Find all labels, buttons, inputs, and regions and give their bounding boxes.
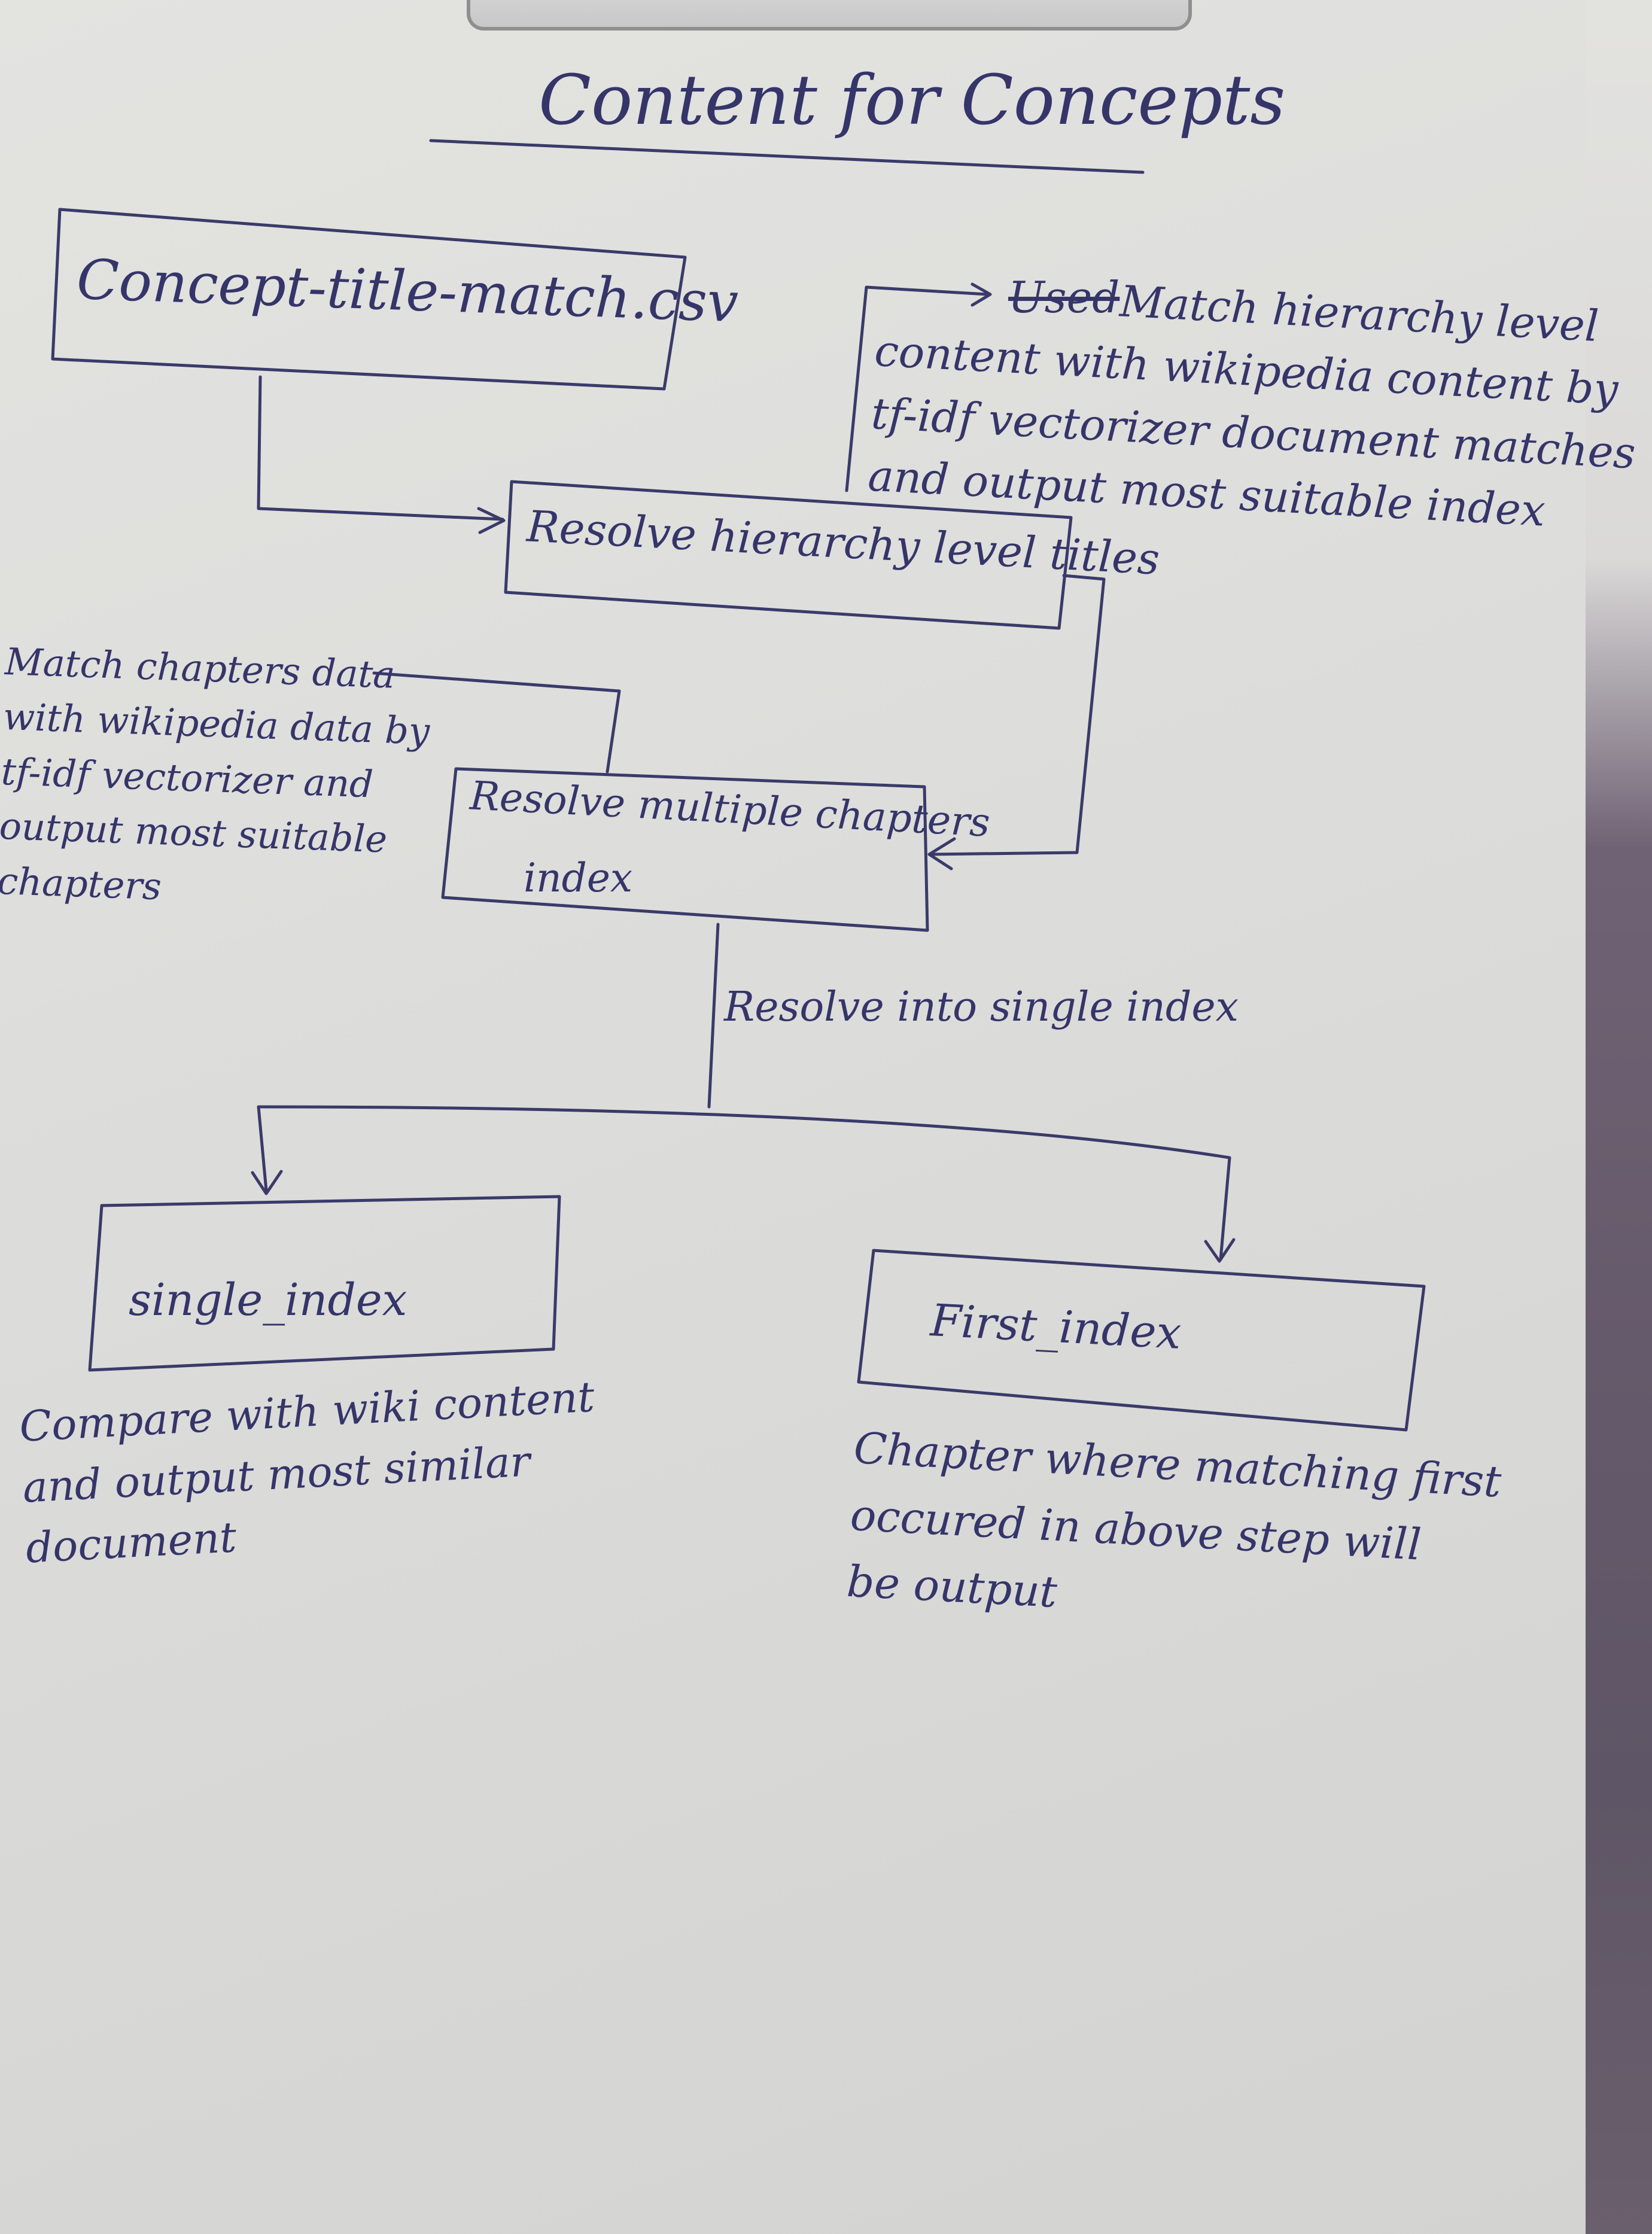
box-resolve-chapters bbox=[441, 767, 929, 932]
leader-chapters-note bbox=[372, 671, 621, 774]
edge-chapters-down bbox=[707, 923, 720, 1109]
edge-csv-to-titles bbox=[257, 375, 504, 521]
edge-label-resolve-single: Resolve into single index bbox=[724, 984, 1239, 1031]
arrowhead-titles bbox=[477, 507, 506, 534]
box-resolve-titles bbox=[504, 480, 1073, 630]
titles-note-struck-word: Used bbox=[1008, 272, 1120, 322]
edge-split-bar bbox=[257, 1105, 1231, 1159]
node-single-index-label: single_index bbox=[129, 1274, 407, 1326]
single-note: Compare with wiki content and output mos… bbox=[18, 1372, 596, 1573]
leader-titles-note-head bbox=[970, 282, 992, 307]
edge-to-first bbox=[1219, 1156, 1231, 1261]
titles-note: Match hierarchy level content with wikip… bbox=[866, 276, 1637, 536]
title-underline bbox=[429, 139, 1145, 174]
edge-titles-to-chapters bbox=[929, 574, 1106, 856]
node-resolve-chapters-label-line2: index bbox=[524, 855, 633, 901]
arrowhead-chapters bbox=[927, 837, 956, 871]
chapters-note: Match chapters data with wikipedia data … bbox=[0, 639, 431, 909]
box-csv bbox=[51, 208, 687, 391]
node-first-index-label: First_index bbox=[929, 1295, 1183, 1359]
arrowhead-single bbox=[251, 1170, 283, 1195]
diagram-title: Content for Concepts bbox=[539, 60, 1286, 141]
box-single-index bbox=[88, 1195, 561, 1372]
background-fabric bbox=[1586, 0, 1652, 2234]
arrowhead-first bbox=[1204, 1238, 1236, 1263]
clipboard-clip bbox=[467, 0, 1192, 31]
edge-to-single bbox=[257, 1105, 268, 1192]
first-note: Chapter where matching first occured in … bbox=[845, 1422, 1503, 1618]
box-first-index bbox=[857, 1249, 1426, 1432]
leader-titles-note bbox=[845, 285, 989, 492]
